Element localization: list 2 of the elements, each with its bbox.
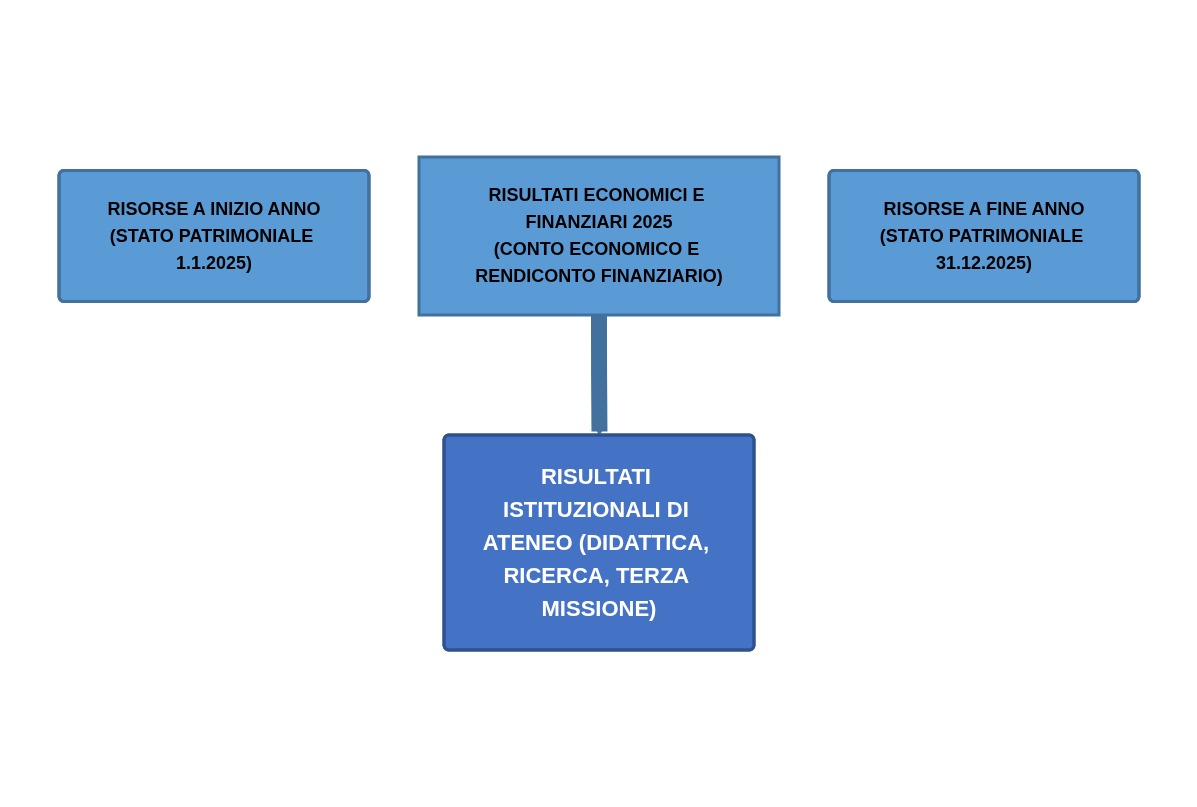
- node-box: RISULTATI ECONOMICI E FINANZIARI 2025 (CONTO ECONOMICO E RENDICONTO FINANZIARIO): [417, 155, 780, 317]
- arrow: [590, 315, 607, 436]
